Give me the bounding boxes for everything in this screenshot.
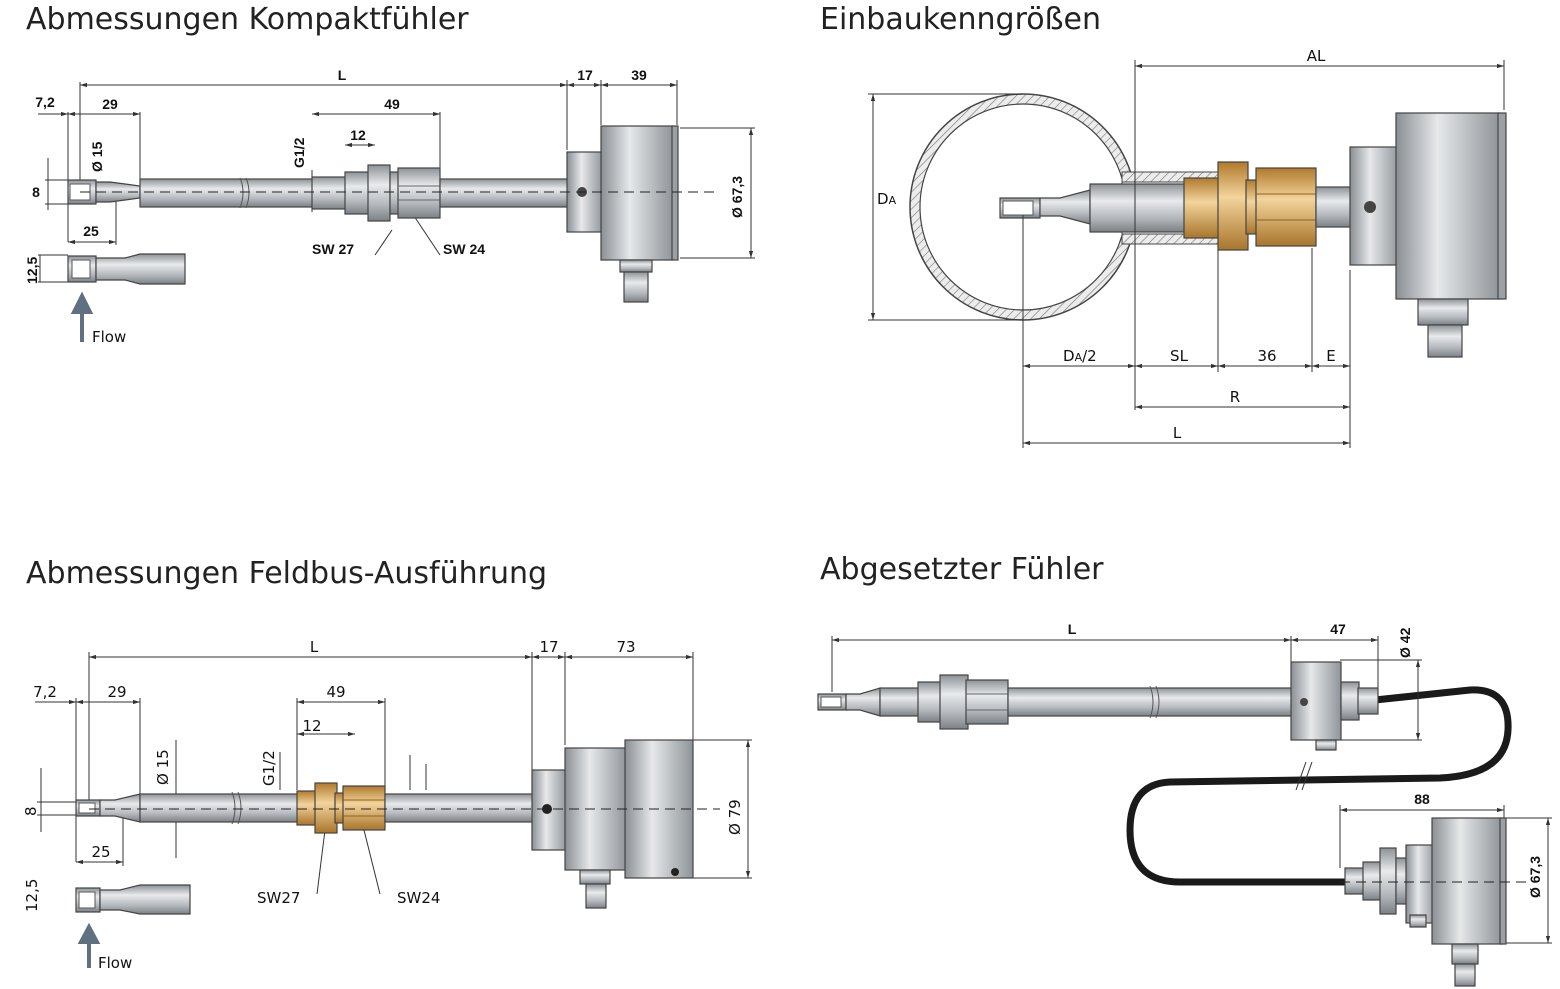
- dim-l2: L: [1173, 424, 1182, 442]
- dim-da: DA: [877, 190, 897, 208]
- dim-l: L: [338, 67, 347, 83]
- dim-l3: L: [310, 638, 319, 656]
- dim-g12b: G1/2: [260, 750, 278, 786]
- dim-d15b: Ø 15: [154, 749, 172, 785]
- dim-17: 17: [577, 67, 593, 83]
- title-install: Einbaukenngrößen: [820, 2, 1101, 37]
- dim-7-2b: 7,2: [33, 683, 57, 701]
- dim-sl: SL: [1170, 347, 1189, 365]
- dim-49: 49: [384, 96, 400, 112]
- dim-d42: Ø 42: [1397, 627, 1413, 658]
- title-compact: Abmessungen Kompaktfühler: [26, 2, 469, 37]
- dim-25b: 25: [91, 843, 110, 861]
- dim-12-5b: 12,5: [23, 879, 41, 912]
- dim-d15: Ø 15: [89, 141, 105, 172]
- dim-12-5: 12,5: [24, 257, 40, 284]
- label-flow: Flow: [92, 328, 126, 346]
- dim-r: R: [1230, 388, 1240, 406]
- dim-36: 36: [1257, 347, 1276, 365]
- label-sw27b: SW27: [257, 889, 300, 907]
- dim-da-half: DA/2: [1063, 347, 1097, 365]
- title-fieldbus: Abmessungen Feldbus-Ausführung: [26, 556, 548, 591]
- dim-25: 25: [83, 223, 99, 239]
- dim-d79: Ø 79: [726, 799, 744, 835]
- dim-d67-3: Ø 67,3: [729, 176, 745, 218]
- dim-17b: 17: [539, 638, 558, 656]
- dim-8b: 8: [22, 806, 40, 816]
- dim-49b: 49: [326, 683, 345, 701]
- panel-fieldbus: L 17 73 7,2 29 49 12 Ø 15 G1/2 8 25 12,5…: [22, 638, 752, 972]
- dim-29: 29: [102, 96, 118, 112]
- dim-e: E: [1326, 347, 1335, 365]
- panel-compact: L 17 39 7,2 29 49 12 Ø 15 G1/2 8 25 12,5…: [24, 67, 755, 346]
- dim-g12: G1/2: [291, 137, 307, 168]
- dim-d67-3b: Ø 67,3: [1527, 856, 1543, 898]
- dim-l4: L: [1068, 621, 1077, 637]
- dim-8: 8: [32, 184, 40, 200]
- title-remote: Abgesetzter Fühler: [820, 552, 1104, 587]
- dim-47: 47: [1330, 621, 1346, 637]
- dim-al: AL: [1307, 47, 1326, 65]
- label-sw24: SW 24: [443, 241, 485, 257]
- panel-install: AL DA DA/2 SL 36 E R L: [868, 47, 1507, 448]
- dim-12b: 12: [302, 717, 321, 735]
- label-flow-b: Flow: [98, 954, 132, 972]
- label-sw24b: SW24: [397, 889, 440, 907]
- dim-12: 12: [350, 127, 366, 143]
- dim-88: 88: [1414, 791, 1430, 807]
- panel-remote: L 47 Ø 42 88 Ø 67,3: [817, 621, 1552, 987]
- dim-7-2: 7,2: [35, 94, 55, 110]
- label-sw27: SW 27: [312, 241, 354, 257]
- dim-29b: 29: [107, 683, 126, 701]
- dim-39: 39: [631, 67, 647, 83]
- dim-73: 73: [616, 638, 635, 656]
